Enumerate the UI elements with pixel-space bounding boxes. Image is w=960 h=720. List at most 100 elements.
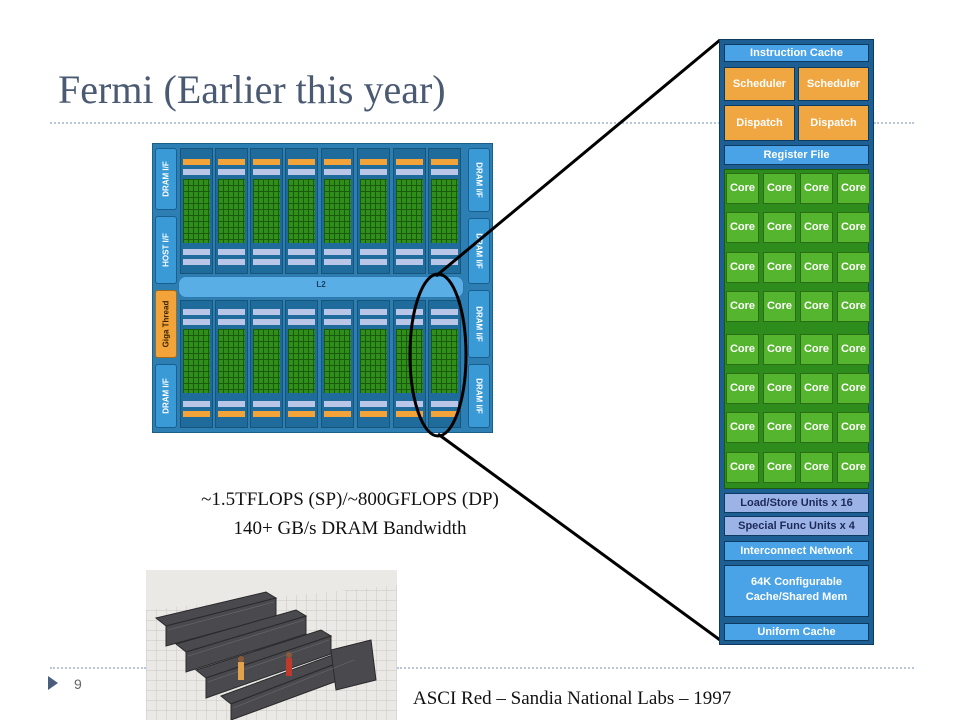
core-cell: Core [837, 452, 870, 483]
die-core-grid [324, 179, 351, 243]
die-sm-column [180, 148, 213, 274]
core-cell: Core [763, 291, 796, 322]
die-sm-column [215, 300, 248, 428]
streaming-multiprocessor-diagram: Instruction Cache Scheduler Scheduler Di… [719, 39, 874, 645]
die-sm-column [285, 300, 318, 428]
scheduler-block-1: Scheduler [724, 67, 795, 101]
die-register-strip [360, 259, 387, 265]
die-register-strip [183, 259, 210, 265]
die-register-strip [288, 169, 315, 175]
die-register-strip [288, 401, 315, 407]
core-cell: Core [763, 173, 796, 204]
die-core-grid [360, 179, 387, 243]
die-register-strip [288, 309, 315, 315]
core-cell: Core [726, 373, 759, 404]
core-cell: Core [763, 212, 796, 243]
die-sm-column [357, 148, 390, 274]
die-register-strip [218, 249, 245, 255]
die-register-strip [396, 259, 423, 265]
core-cell: Core [837, 173, 870, 204]
die-scheduler-strip [218, 159, 245, 165]
gigathread-block: Giga Thread [155, 290, 177, 358]
core-cell: Core [800, 252, 833, 283]
core-cell: Core [837, 412, 870, 443]
die-sm-column [393, 148, 426, 274]
title-divider-right [874, 122, 914, 124]
core-cell: Core [726, 452, 759, 483]
die-sm-column [250, 148, 283, 274]
spec-flops: ~1.5TFLOPS (SP)/~800GFLOPS (DP) [201, 489, 499, 510]
l2-cache-bar: L2 [178, 276, 464, 298]
core-cell: Core [763, 412, 796, 443]
die-sm-column [180, 300, 213, 428]
die-register-strip [183, 309, 210, 315]
die-core-grid [253, 179, 280, 243]
die-core-grid [218, 179, 245, 243]
die-register-strip [288, 319, 315, 325]
die-sm-column [250, 300, 283, 428]
die-sm-column [321, 148, 354, 274]
die-scheduler-strip [324, 159, 351, 165]
dram-if-label: DRAM I/F [161, 378, 171, 414]
dram-if-label: DRAM I/F [474, 306, 484, 342]
core-cell: Core [726, 334, 759, 365]
core-cell: Core [763, 452, 796, 483]
dispatch-block-2: Dispatch [798, 105, 869, 141]
die-core-grid [183, 329, 210, 393]
shared-mem-line1: 64K Configurable [750, 576, 843, 588]
die-register-strip [360, 309, 387, 315]
core-cell: Core [800, 334, 833, 365]
gigathread-label: Giga Thread [161, 300, 171, 348]
core-cell: Core [837, 291, 870, 322]
die-core-grid [218, 329, 245, 393]
die-register-strip [431, 169, 458, 175]
host-if-label: HOST I/F [161, 233, 171, 267]
die-scheduler-strip [288, 411, 315, 417]
dram-if-right-2: DRAM I/F [468, 218, 490, 284]
core-cell: Core [800, 412, 833, 443]
die-register-strip [396, 319, 423, 325]
dispatch-block-1: Dispatch [724, 105, 795, 141]
shared-memory-block: 64K Configurable Cache/Shared Mem [724, 565, 869, 617]
core-cell: Core [726, 412, 759, 443]
die-register-strip [431, 401, 458, 407]
die-scheduler-strip [183, 411, 210, 417]
load-store-units-block: Load/Store Units x 16 [724, 493, 869, 513]
die-sm-column [393, 300, 426, 428]
footer-divider-right [397, 667, 914, 669]
die-core-grid [431, 179, 458, 243]
register-file-block: Register File [724, 145, 869, 165]
core-cell: Core [800, 452, 833, 483]
die-core-grid [431, 329, 458, 393]
die-sm-column [285, 148, 318, 274]
title-divider [50, 122, 720, 124]
die-register-strip [253, 169, 280, 175]
special-func-units-block: Special Func Units x 4 [724, 516, 869, 536]
core-cell: Core [726, 252, 759, 283]
die-register-strip [253, 401, 280, 407]
die-sm-column [357, 300, 390, 428]
die-core-grid [288, 179, 315, 243]
host-if: HOST I/F [155, 216, 177, 284]
die-register-strip [396, 401, 423, 407]
scheduler-block-2: Scheduler [798, 67, 869, 101]
core-cell: Core [763, 334, 796, 365]
dram-if-right-4: DRAM I/F [468, 364, 490, 428]
core-cell: Core [837, 252, 870, 283]
core-cell: Core [837, 212, 870, 243]
uniform-cache-block: Uniform Cache [724, 623, 869, 641]
die-register-strip [396, 309, 423, 315]
core-cell: Core [800, 291, 833, 322]
die-scheduler-strip [183, 159, 210, 165]
die-register-strip [324, 401, 351, 407]
core-cell: Core [726, 212, 759, 243]
die-register-strip [183, 249, 210, 255]
die-core-grid [288, 329, 315, 393]
dram-if-right-1: DRAM I/F [468, 148, 490, 212]
die-scheduler-strip [431, 159, 458, 165]
die-register-strip [324, 319, 351, 325]
shared-mem-line2: Cache/Shared Mem [745, 591, 848, 603]
footer-divider [50, 667, 146, 669]
footer-arrow-icon [48, 676, 58, 690]
die-register-strip [218, 319, 245, 325]
